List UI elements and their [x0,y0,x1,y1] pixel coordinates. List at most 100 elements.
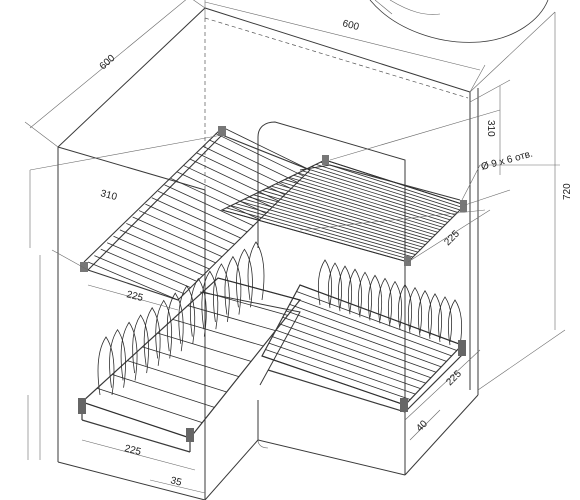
base-wire [112,374,215,408]
shelf-wire [284,179,443,228]
label-left-shelf-width: 225 [125,289,144,304]
shelf-wire [315,163,461,211]
base-wire [202,291,288,316]
plate-wire [387,280,403,327]
label-bottom-offset: 35 [169,475,183,488]
plate-wire [427,293,443,339]
shelf-wire [320,161,463,208]
label-right-shelf-width: 225 [442,228,462,248]
shelf-wire [221,126,311,171]
base-wire [142,346,240,378]
plate-wire [417,290,433,336]
shelf-wire [196,152,286,196]
shelf-wire [226,207,411,260]
lower-left-rack [78,241,302,453]
plate-wire [377,277,393,324]
label-hole-note: Ø 9 x 6 отв. [480,149,534,173]
plate-wire [317,259,333,306]
shelf-wire [202,145,292,189]
plate-wire [357,271,373,318]
shelf-wire [324,159,466,206]
base-wire [157,332,252,362]
bracket [460,200,467,212]
shelf-wire [271,185,436,236]
shelf-wire [113,235,204,276]
base-wire [261,355,406,406]
base-wire [272,336,421,390]
plate-wire [247,241,265,301]
label-lower-left-width: 225 [123,443,142,458]
base-wire [217,277,301,301]
lower-right-rack [261,259,466,413]
label-top-width: 600 [341,18,360,33]
shelf-wire [126,223,216,264]
base-wire [296,291,457,351]
shelf-wire [221,209,409,263]
shelf-wire [132,216,223,258]
plate-wire [407,286,423,333]
shelf-wire [183,165,273,208]
shelf-wire [94,255,185,295]
base-wire [279,323,432,379]
shelf-wire [177,171,267,214]
bracket [404,256,411,266]
shelf-wire [151,197,242,239]
plate-wire [201,270,219,330]
shelf-wire [257,192,428,243]
plate-wire [143,307,161,366]
plate-wire [97,336,115,396]
bracket [458,340,466,356]
bracket [322,155,329,165]
plate-wire [166,292,184,352]
shelf-wire [306,168,456,216]
plate-wire [397,283,413,330]
plate-wire [213,263,230,322]
shelf-wire [235,203,416,255]
shelf-wire [138,210,229,251]
upper-right-shelf [220,155,467,266]
plate-wire [236,248,253,308]
label-height: 720 [562,183,573,200]
base-wire [292,297,452,357]
label-lower-right-depth: 40 [414,418,430,434]
shelf-wire [145,203,235,245]
shelf-wire [87,261,179,301]
base-wire [275,329,426,384]
plate-wire [178,285,196,344]
shelf-wire [106,242,198,282]
base-wire [265,349,411,400]
base-wire [187,305,276,332]
shelf-wire [302,170,453,218]
base-wire [81,401,191,439]
plate-wire [337,265,353,312]
base-wire [127,360,227,393]
bracket [78,398,86,414]
bracket [80,262,88,272]
plate-wire [120,321,138,381]
bracket [400,398,408,412]
shelf-wire [158,190,248,233]
base-wire [172,318,264,347]
shelf-wire [248,196,423,248]
base-wire [96,387,203,424]
base-wire [282,316,437,373]
plate-wire [437,296,453,342]
shelf-wire [280,181,441,231]
shelf-wire [215,133,304,177]
shelf-wire [164,184,254,227]
shelf-wire [266,187,433,238]
plate-wire [224,255,242,315]
shelf-wire [119,229,210,270]
shelf-wire [293,174,448,223]
dimension-lines [24,0,566,494]
shelf-wire [253,194,426,246]
bracket [186,428,194,442]
shelf-wire [244,198,421,250]
label-lower-right-width: 225 [444,368,464,388]
plate-wire [109,328,126,388]
shelf-wire [230,205,414,258]
shelf-wire [311,166,458,213]
shelf-wire [298,172,451,221]
shelf-wire [100,248,191,288]
